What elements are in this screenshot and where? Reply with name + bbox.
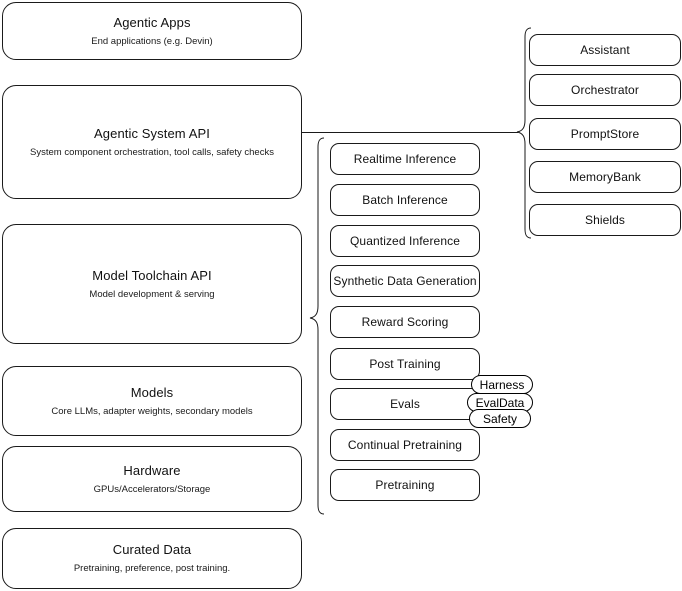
system-component-prompt-store[interactable]: PromptStore bbox=[529, 118, 681, 150]
toolchain-api-batch-inference[interactable]: Batch Inference bbox=[330, 184, 480, 216]
toolchain-api-label: Reward Scoring bbox=[361, 315, 449, 329]
layer-title: Models bbox=[130, 384, 174, 400]
toolchain-api-reward-scoring[interactable]: Reward Scoring bbox=[330, 306, 480, 338]
toolchain-api-label: Batch Inference bbox=[362, 193, 448, 207]
eval-pill-safety[interactable]: Safety bbox=[469, 409, 531, 428]
layer-models[interactable]: Models Core LLMs, adapter weights, secon… bbox=[2, 366, 302, 436]
toolchain-brace bbox=[309, 137, 325, 515]
system-component-shields[interactable]: Shields bbox=[529, 204, 681, 236]
eval-pill-eval-data[interactable]: EvalData bbox=[467, 393, 533, 412]
layer-title: Agentic Apps bbox=[113, 14, 191, 30]
system-component-memory-bank[interactable]: MemoryBank bbox=[529, 161, 681, 193]
toolchain-api-label: Realtime Inference bbox=[353, 152, 457, 166]
toolchain-api-post-training[interactable]: Post Training bbox=[330, 348, 480, 380]
system-component-label: Orchestrator bbox=[571, 83, 639, 97]
eval-pill-harness[interactable]: Harness bbox=[471, 375, 533, 394]
toolchain-api-pretraining[interactable]: Pretraining bbox=[330, 469, 480, 501]
layer-curated-data[interactable]: Curated Data Pretraining, preference, po… bbox=[2, 528, 302, 589]
layer-model-toolchain-api[interactable]: Model Toolchain API Model development & … bbox=[2, 224, 302, 344]
system-component-label: MemoryBank bbox=[569, 170, 641, 184]
toolchain-api-label: Pretraining bbox=[375, 478, 435, 492]
layer-title: Curated Data bbox=[112, 542, 192, 557]
layer-hardware[interactable]: Hardware GPUs/Accelerators/Storage bbox=[2, 446, 302, 512]
toolchain-api-quantized-inference[interactable]: Quantized Inference bbox=[330, 225, 480, 257]
toolchain-api-continual-pretraining[interactable]: Continual Pretraining bbox=[330, 429, 480, 461]
toolchain-api-realtime-inference[interactable]: Realtime Inference bbox=[330, 143, 480, 175]
layer-subtitle: Core LLMs, adapter weights, secondary mo… bbox=[51, 405, 253, 417]
toolchain-api-label: Evals bbox=[390, 397, 420, 411]
layer-subtitle: End applications (e.g. Devin) bbox=[91, 35, 213, 47]
layer-subtitle: Pretraining, preference, post training. bbox=[73, 563, 231, 574]
toolchain-api-label: Synthetic Data Generation bbox=[333, 274, 477, 288]
toolchain-api-label: Continual Pretraining bbox=[347, 438, 463, 452]
layer-agentic-system-api[interactable]: Agentic System API System component orch… bbox=[2, 85, 302, 199]
layer-agentic-apps[interactable]: Agentic Apps End applications (e.g. Devi… bbox=[2, 2, 302, 60]
system-component-assistant[interactable]: Assistant bbox=[529, 34, 681, 66]
toolchain-api-evals[interactable]: Evals bbox=[330, 388, 480, 420]
layer-subtitle: GPUs/Accelerators/Storage bbox=[93, 483, 211, 495]
toolchain-api-synthetic-data-generation[interactable]: Synthetic Data Generation bbox=[330, 265, 480, 297]
layer-title: Agentic System API bbox=[94, 125, 210, 141]
system-component-label: PromptStore bbox=[570, 127, 640, 141]
toolchain-api-label: Quantized Inference bbox=[350, 234, 460, 248]
toolchain-api-label: Post Training bbox=[369, 357, 441, 371]
system-component-orchestrator[interactable]: Orchestrator bbox=[529, 74, 681, 106]
agentic-system-connector bbox=[302, 132, 518, 133]
system-components-brace bbox=[516, 27, 532, 239]
layer-title: Model Toolchain API bbox=[92, 267, 212, 283]
system-component-label: Assistant bbox=[580, 43, 630, 57]
layer-subtitle: Model development & serving bbox=[89, 288, 215, 300]
layer-subtitle: System component orchestration, tool cal… bbox=[30, 146, 274, 158]
layer-title: Hardware bbox=[123, 462, 181, 478]
system-component-label: Shields bbox=[584, 213, 626, 227]
